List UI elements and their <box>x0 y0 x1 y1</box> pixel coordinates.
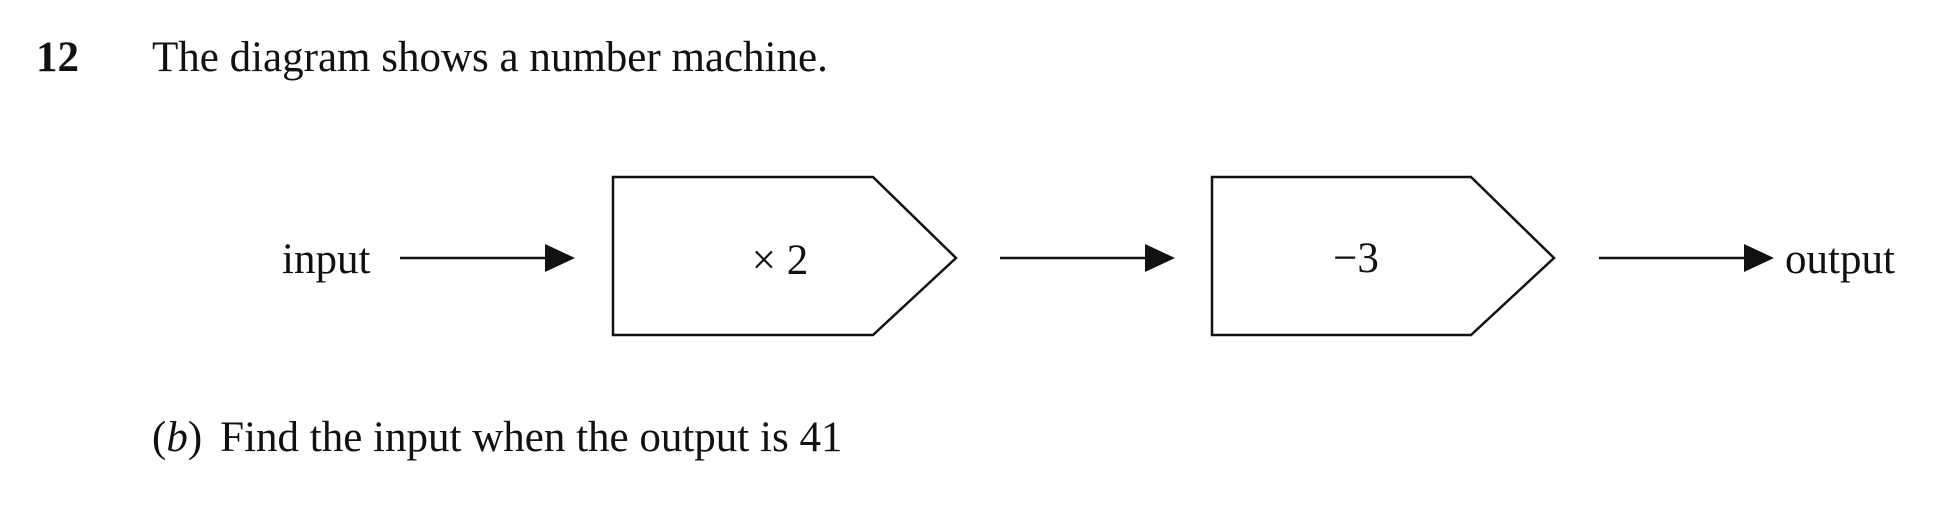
part-b-label: (b) <box>152 414 203 461</box>
operation-1-text: × 2 <box>752 237 809 284</box>
question-number: 12 <box>36 34 79 81</box>
number-machine-diagram: input × 2 −3 output <box>282 175 1895 337</box>
operation-box-2 <box>1210 175 1556 337</box>
question-stem: The diagram shows a number machine. <box>152 34 828 81</box>
input-label: input <box>282 236 370 283</box>
operation-box-1 <box>611 175 958 337</box>
output-label: output <box>1785 236 1895 283</box>
part-b-prompt: Find the input when the output is 41 <box>220 414 843 461</box>
arrow-input-head <box>545 244 575 272</box>
arrow-output-head <box>1744 244 1774 272</box>
operation-2-text: −3 <box>1333 235 1379 282</box>
part-b: (b) Find the input when the output is 41 <box>152 416 842 459</box>
arrow-middle-head <box>1145 244 1175 272</box>
